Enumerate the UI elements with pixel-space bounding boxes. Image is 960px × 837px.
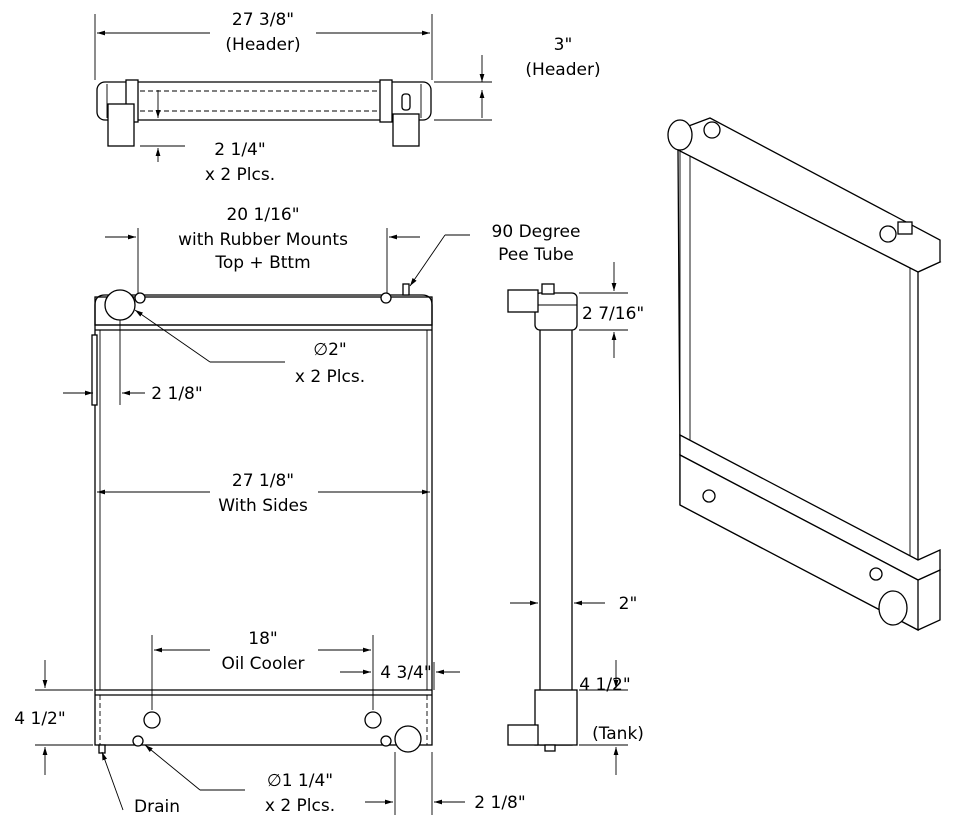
outlet-note: x 2 Plcs. [265, 796, 335, 816]
mount-spacing-note-2: Top + Bttm [214, 253, 310, 273]
header-height-dim: 3" [554, 35, 573, 55]
mount-dim: 2 1/4" [214, 140, 265, 160]
oil-cooler-dim: 18" [248, 629, 277, 649]
header-height-note: (Header) [525, 60, 600, 80]
oil-cooler-note: Oil Cooler [221, 654, 304, 674]
inlet-offset-dim: 2 1/8" [151, 384, 202, 404]
side-bottom-tank-note: (Tank) [592, 724, 644, 744]
oil-cooler-offset-dim: 4 3/4" [380, 663, 431, 683]
header-width-dim: 27 3/8" [232, 10, 294, 30]
mount-note: x 2 Plcs. [205, 165, 275, 185]
outlet-offset-dim: 2 1/8" [474, 793, 525, 813]
core-width-dim: 27 1/8" [232, 471, 294, 491]
drain-label: Drain [134, 797, 180, 817]
pee-tube-note-2: Pee Tube [498, 245, 574, 265]
side-top-tank-dim: 2 7/16" [582, 304, 644, 324]
side-core-dim: 2" [619, 594, 638, 614]
bottom-tank-dim: 4 1/2" [14, 709, 65, 729]
pee-tube-note-1: 90 Degree [492, 222, 581, 242]
side-bottom-tank-dim: 4 1/2" [579, 675, 630, 695]
core-width-note: With Sides [218, 496, 308, 516]
isometric-view [667, 117, 942, 632]
outlet-dim: ∅1 1/4" [267, 771, 333, 791]
inlet-dim: ∅2" [313, 340, 346, 360]
mount-spacing-note-1: with Rubber Mounts [178, 230, 348, 250]
mount-spacing-dim: 20 1/16" [226, 205, 299, 225]
side-view: 2 7/16" 2" 4 1/2" (Tank) [507, 262, 644, 775]
top-view: 27 3/8" (Header) 3" (Header) 2 1/4" x 2 … [94, 10, 601, 185]
inlet-note: x 2 Plcs. [295, 367, 365, 387]
header-width-note: (Header) [225, 35, 300, 55]
front-view: 20 1/16" with Rubber Mounts Top + Bttm 9… [14, 205, 580, 817]
